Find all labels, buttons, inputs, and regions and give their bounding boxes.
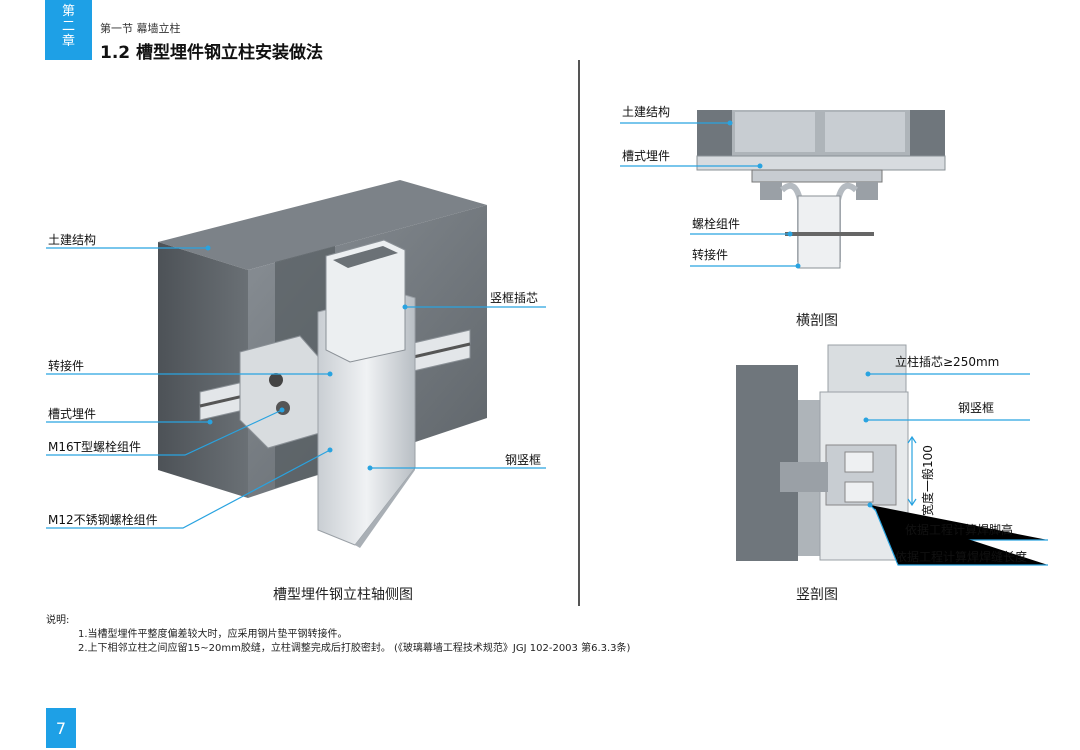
vs-label-weld-height: 依据工程计算焊脚高 bbox=[905, 522, 1013, 537]
vs-leader-lines bbox=[866, 373, 1048, 566]
cs-leader-dots bbox=[727, 120, 801, 269]
cs-channel-cell bbox=[735, 112, 815, 152]
label-structure: 土建结构 bbox=[48, 232, 96, 247]
vs-dimension bbox=[907, 435, 917, 507]
vertical-section-caption: 竖剖图 bbox=[796, 587, 838, 603]
label-adapter: 转接件 bbox=[48, 358, 84, 373]
cs-adapter-right bbox=[835, 182, 859, 262]
bolt-head bbox=[269, 373, 283, 387]
mullion-edge bbox=[355, 468, 415, 548]
cs-nut bbox=[760, 182, 782, 200]
cs-adapter-left bbox=[779, 182, 803, 262]
chapter-char: 第 bbox=[61, 4, 75, 19]
cs-label-channel: 槽式埋件 bbox=[622, 149, 670, 163]
label-bolt-t: M16T型螺栓组件 bbox=[48, 439, 141, 454]
notes-block: 说明: 1.当槽型埋件平整度偏差较大时，应采用钢片垫平钢转接件。 2.上下相邻立… bbox=[46, 614, 630, 656]
vs-bolt-plate bbox=[844, 451, 874, 473]
cs-leader-lines bbox=[620, 122, 798, 267]
core-opening bbox=[333, 246, 398, 268]
note-item: 2.上下相邻立柱之间应留15~20mm胶缝，立柱调整完成后打胶密封。 (《玻璃幕… bbox=[78, 643, 631, 654]
vs-label-width: 宽度一般100 bbox=[920, 445, 935, 516]
vs-bolt-body bbox=[780, 462, 828, 492]
concrete-left-face bbox=[158, 242, 248, 498]
vs-label-core: 立柱插芯≥250mm bbox=[895, 354, 999, 369]
page-number: 7 bbox=[46, 708, 76, 748]
chapter-badge: 第 二 章 bbox=[45, 0, 92, 60]
iso-leader-lines bbox=[46, 247, 546, 529]
cs-bolt-plate bbox=[751, 169, 883, 183]
vs-label-frame: 钢竖框 bbox=[958, 401, 994, 415]
note-item: 1.当槽型埋件平整度偏差较大时，应采用钢片垫平钢转接件。 bbox=[78, 629, 348, 640]
notes-title: 说明: bbox=[46, 615, 70, 626]
chapter-char: 二 bbox=[61, 19, 75, 34]
cs-label-structure: 土建结构 bbox=[622, 104, 670, 119]
cs-channel-cell bbox=[825, 112, 905, 152]
vs-label-weld-length: 依据工程计算焊焊缝长度 bbox=[895, 549, 1027, 564]
vertical-divider bbox=[578, 60, 580, 606]
section-label: 第一节 幕墙立柱 bbox=[100, 22, 181, 35]
cross-section-view: 土建结构 槽式埋件 螺栓组件 转接件 bbox=[620, 104, 946, 269]
label-bolt-ss: M12不锈钢螺栓组件 bbox=[48, 512, 158, 527]
cross-section-caption: 横剖图 bbox=[796, 313, 838, 329]
cs-nut bbox=[856, 182, 878, 200]
page-title: 1.2 槽型埋件钢立柱安装做法 bbox=[100, 43, 324, 63]
iso-caption: 槽型埋件钢立柱轴侧图 bbox=[273, 587, 413, 603]
vs-leader-dots bbox=[863, 371, 873, 508]
cs-channel-lip bbox=[696, 155, 946, 171]
label-channel: 槽式埋件 bbox=[48, 407, 96, 421]
cs-label-bolt: 螺栓组件 bbox=[692, 216, 740, 231]
label-frame: 钢竖框 bbox=[505, 453, 541, 467]
iso-leader-dots bbox=[205, 245, 408, 471]
vertical-section-view: 立柱插芯≥250mm 钢竖框 宽度一般100 依据工程计算焊脚高 依据工程计算焊… bbox=[736, 344, 1048, 566]
vs-bolt-plate bbox=[844, 481, 874, 503]
chapter-char: 章 bbox=[61, 34, 75, 49]
concrete-top bbox=[158, 180, 487, 270]
label-core: 竖框插芯 bbox=[490, 291, 538, 305]
mullion-core bbox=[325, 239, 406, 363]
iso-view: 土建结构 转接件 槽式埋件 M16T型螺栓组件 M12不锈钢螺栓组件 竖框插芯 … bbox=[46, 180, 546, 548]
cs-label-adapter: 转接件 bbox=[692, 247, 728, 262]
